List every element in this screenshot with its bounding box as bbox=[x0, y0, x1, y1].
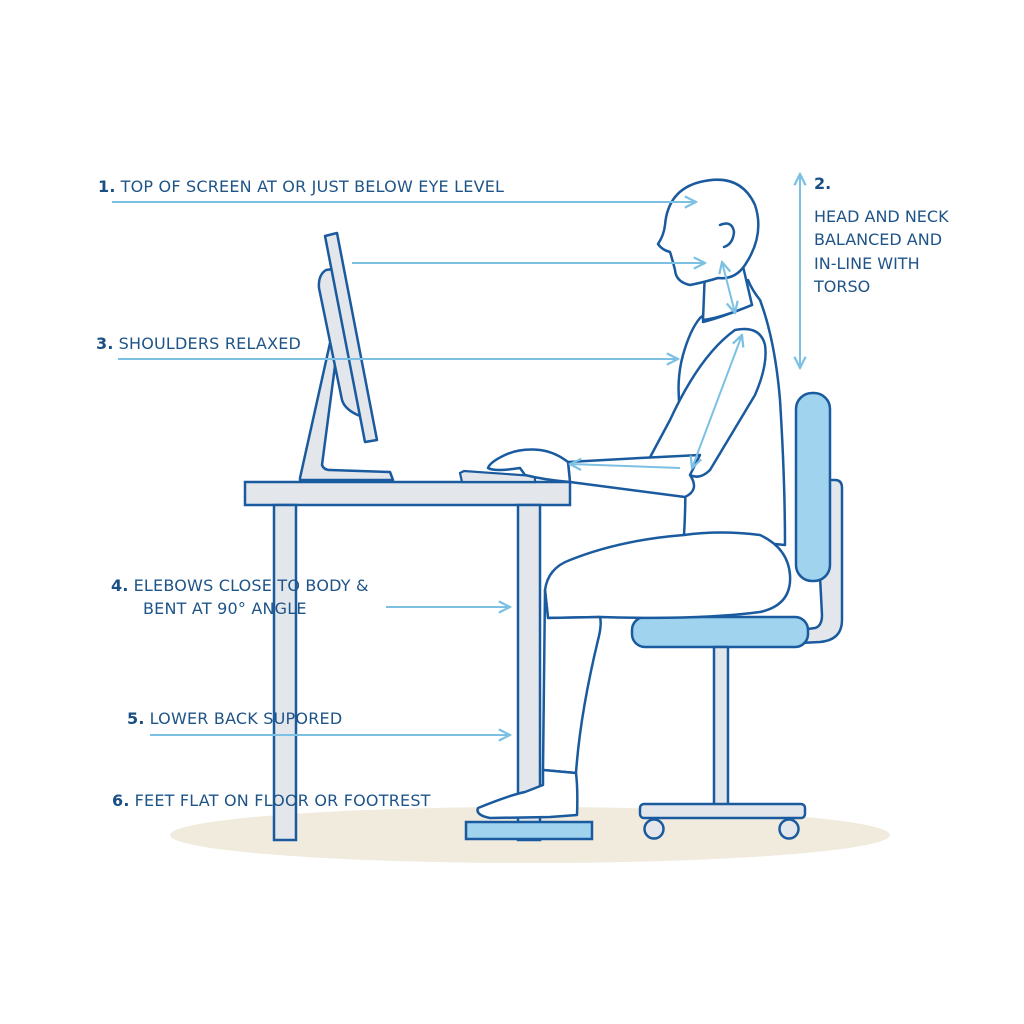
callout-4: 4.ELEBOWS CLOSE TO BODY & bbox=[111, 574, 369, 597]
callout-3-number: 3. bbox=[96, 334, 114, 353]
callout-6-text: FEET FLAT ON FLOOR OR FOOTREST bbox=[134, 791, 431, 810]
desk bbox=[243, 480, 572, 842]
callout-4-number: 4. bbox=[111, 576, 129, 595]
keyboard bbox=[458, 469, 537, 484]
callout-3: 3.SHOULDERS RELAXED bbox=[96, 332, 301, 355]
callout-6: 6.FEET FLAT ON FLOOR OR FOOTREST bbox=[112, 789, 431, 812]
callout-5-text: LOWER BACK SUPORED bbox=[149, 709, 343, 728]
callout-arrows bbox=[112, 174, 800, 735]
arrow-neck-angle bbox=[722, 262, 735, 313]
callout-2-number: 2. bbox=[814, 174, 832, 193]
callout-1-text: TOP OF SCREEN AT OR JUST BELOW EYE LEVEL bbox=[120, 177, 505, 196]
callout-4-line-2: BENT AT 90° ANGLE bbox=[143, 599, 307, 618]
callout-5-number: 5. bbox=[127, 709, 145, 728]
callout-2-line-1: HEAD AND NECK bbox=[814, 206, 949, 226]
callout-2: 2. HEAD AND NECK BALANCED AND IN-LINE WI… bbox=[814, 172, 949, 299]
callout-4-line-1: ELEBOWS CLOSE TO BODY & bbox=[133, 576, 369, 595]
callout-4-line-2-wrap: BENT AT 90° ANGLE bbox=[143, 597, 307, 620]
callout-3-text: SHOULDERS RELAXED bbox=[118, 334, 302, 353]
callout-1: 1.TOP OF SCREEN AT OR JUST BELOW EYE LEV… bbox=[98, 175, 504, 198]
callout-2-line-2: BALANCED AND bbox=[814, 230, 943, 249]
callout-6-number: 6. bbox=[112, 791, 130, 810]
callout-1-number: 1. bbox=[98, 177, 116, 196]
callout-2-line-4: TORSO bbox=[814, 277, 871, 296]
callout-5: 5.LOWER BACK SUPORED bbox=[127, 707, 342, 730]
footrest bbox=[464, 820, 594, 841]
arrow-upper-arm bbox=[692, 335, 742, 468]
arrow-forearm bbox=[570, 464, 681, 468]
office-chair bbox=[630, 391, 844, 840]
callout-2-line-3: IN-LINE WITH bbox=[814, 253, 920, 273]
monitor bbox=[298, 231, 395, 482]
